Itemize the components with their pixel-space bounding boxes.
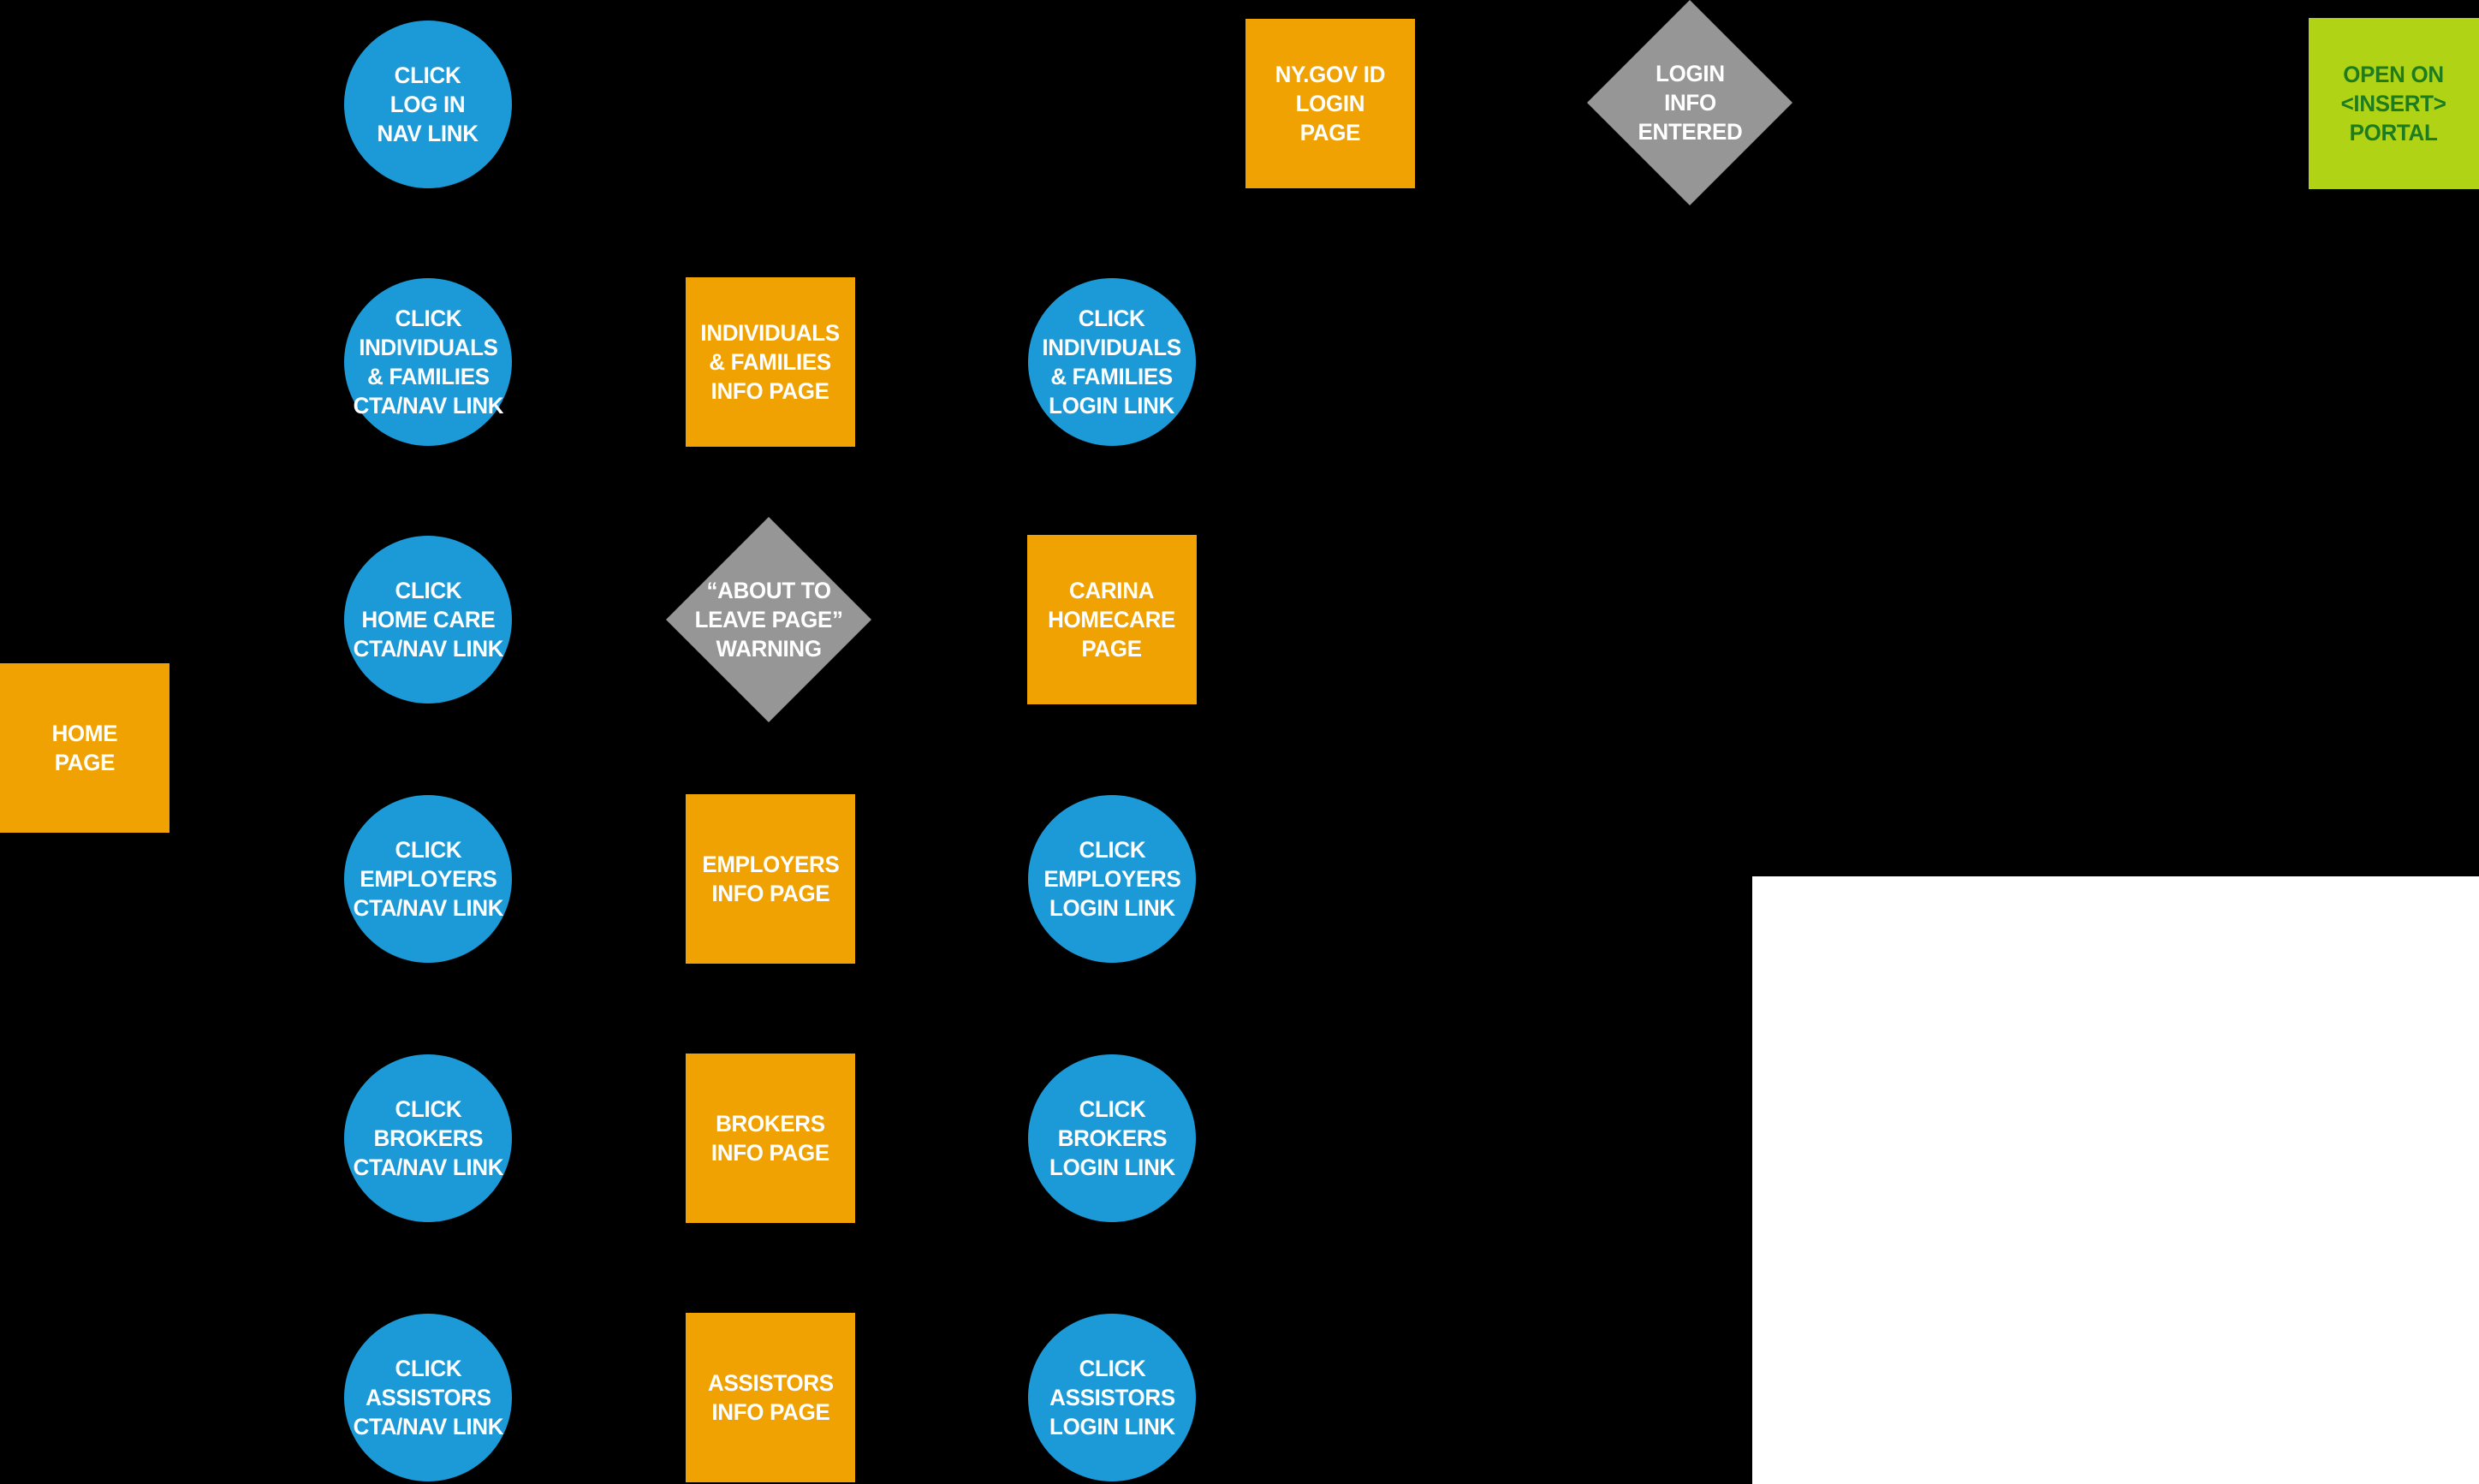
flow-node-assistors-info-page: ASSISTORS INFO PAGE bbox=[686, 1313, 855, 1482]
flow-node-click-assistors-cta: CLICK ASSISTORS CTA/NAV LINK bbox=[344, 1314, 512, 1481]
node-label: CLICK LOG IN NAV LINK bbox=[377, 62, 479, 146]
flow-node-click-brokers-login: CLICK BROKERS LOGIN LINK bbox=[1028, 1054, 1196, 1222]
flow-node-about-to-leave-page-warning: “ABOUT TO LEAVE PAGE” WARNING bbox=[666, 517, 871, 722]
flow-node-click-employers-cta: CLICK EMPLOYERS CTA/NAV LINK bbox=[344, 795, 512, 963]
node-label: NY.GOV ID LOGIN PAGE bbox=[1275, 62, 1386, 145]
node-label: “ABOUT TO LEAVE PAGE” WARNING bbox=[694, 578, 843, 662]
node-label: CLICK ASSISTORS CTA/NAV LINK bbox=[353, 1356, 503, 1439]
flow-node-home-page: HOME PAGE bbox=[0, 663, 169, 833]
node-label: CLICK BROKERS LOGIN LINK bbox=[1049, 1096, 1175, 1180]
node-label: CARINA HOMECARE PAGE bbox=[1048, 578, 1176, 662]
flow-node-click-home-care-cta: CLICK HOME CARE CTA/NAV LINK bbox=[344, 536, 512, 703]
flow-node-click-individuals-families-login: CLICK INDIVIDUALS & FAMILIES LOGIN LINK bbox=[1028, 278, 1196, 446]
node-label: OPEN ON <INSERT> PORTAL bbox=[2340, 62, 2447, 145]
node-label: INDIVIDUALS & FAMILIES INFO PAGE bbox=[700, 320, 841, 404]
flow-node-nygov-id-login-page: NY.GOV ID LOGIN PAGE bbox=[1245, 19, 1415, 188]
flow-node-brokers-info-page: BROKERS INFO PAGE bbox=[686, 1054, 855, 1223]
node-label: EMPLOYERS INFO PAGE bbox=[701, 852, 840, 906]
flow-node-employers-info-page: EMPLOYERS INFO PAGE bbox=[686, 794, 855, 964]
node-label: ASSISTORS INFO PAGE bbox=[707, 1370, 834, 1425]
node-label: CLICK BROKERS CTA/NAV LINK bbox=[353, 1096, 503, 1180]
flow-node-open-on-insert-portal: OPEN ON <INSERT> PORTAL bbox=[2309, 18, 2479, 189]
flow-node-click-login-nav-link: CLICK LOG IN NAV LINK bbox=[344, 21, 512, 188]
node-label: CLICK INDIVIDUALS & FAMILIES CTA/NAV LIN… bbox=[353, 306, 503, 418]
node-label: LOGIN INFO ENTERED bbox=[1638, 61, 1742, 145]
node-label: CLICK EMPLOYERS LOGIN LINK bbox=[1043, 837, 1181, 921]
flow-node-click-brokers-cta: CLICK BROKERS CTA/NAV LINK bbox=[344, 1054, 512, 1222]
node-label: HOME PAGE bbox=[51, 721, 118, 775]
flow-node-individuals-families-info-page: INDIVIDUALS & FAMILIES INFO PAGE bbox=[686, 277, 855, 447]
node-label: CLICK INDIVIDUALS & FAMILIES LOGIN LINK bbox=[1042, 306, 1182, 418]
node-label: BROKERS INFO PAGE bbox=[710, 1111, 830, 1166]
flow-node-click-individuals-families-cta: CLICK INDIVIDUALS & FAMILIES CTA/NAV LIN… bbox=[344, 278, 512, 446]
node-label: CLICK ASSISTORS LOGIN LINK bbox=[1049, 1356, 1175, 1439]
blank-panel bbox=[1752, 876, 2479, 1484]
node-label: CLICK HOME CARE CTA/NAV LINK bbox=[353, 578, 503, 662]
flow-node-login-info-entered: LOGIN INFO ENTERED bbox=[1587, 0, 1792, 205]
flow-node-click-employers-login: CLICK EMPLOYERS LOGIN LINK bbox=[1028, 795, 1196, 963]
node-label: CLICK EMPLOYERS CTA/NAV LINK bbox=[353, 837, 503, 921]
flow-node-click-assistors-login: CLICK ASSISTORS LOGIN LINK bbox=[1028, 1314, 1196, 1481]
flow-node-carina-homecare-page: CARINA HOMECARE PAGE bbox=[1027, 535, 1197, 704]
